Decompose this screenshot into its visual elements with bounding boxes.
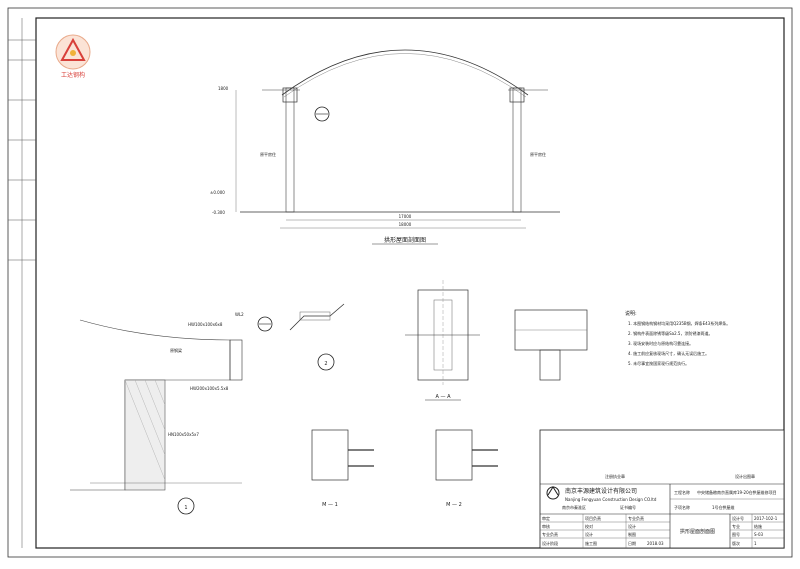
span-outer-dim: 18000 xyxy=(399,222,412,227)
sig-r2-c1: 设计 xyxy=(585,531,593,537)
section-m1-title: M — 1 xyxy=(322,502,338,508)
section-m2-title: M — 2 xyxy=(446,502,462,508)
sub-name: 1号仓拱屋维 xyxy=(712,504,735,510)
detail-1-label-3: 原钢梁 xyxy=(170,347,182,353)
sig-r3-c0: 设计阶段 xyxy=(542,540,558,546)
notes-block: 说明: 1. 本图钢结构钢材均采用Q235B钢，焊条E43系列焊条。 2. 钢构… xyxy=(625,310,730,366)
sig-r1-c0: 审核 xyxy=(542,523,550,529)
company-cn: 南京丰源建筑设计有限公司 xyxy=(565,487,637,495)
notes-heading: 说明: xyxy=(625,310,637,317)
main-arch-view: 17000 18000 1800 ±0.000 -0.300 原平房住 原平房住… xyxy=(210,49,560,245)
signature-table: 审定 项目负责 专业负责 审核 校对 设计 专业负责 设计 制图 设计阶段 施工… xyxy=(540,514,670,548)
left-room-label: 原平房住 xyxy=(260,151,276,157)
seal-left: 注册执业章 xyxy=(605,473,625,479)
title-block: 注册执业章 设计出图章 南京丰源建筑设计有限公司 Nanjing Fengyua… xyxy=(539,429,785,549)
section-m-1: M — 1 xyxy=(311,429,374,508)
detail-1: 1 HW100x100x6x8 HW200x100x5.5x8 HN100x50… xyxy=(70,312,273,515)
sub-label: 子项名称 xyxy=(674,504,690,510)
inner-border xyxy=(35,17,785,549)
company-en: Nanjing Fengyuan Construction Design CO.… xyxy=(565,497,657,502)
detail-2: 2 xyxy=(289,303,345,371)
note-5: 5. 未尽事宜按国家现行规范执行。 xyxy=(628,360,689,366)
detail-2-callout xyxy=(317,353,335,371)
left-margin-table xyxy=(8,18,36,548)
sig-r0-c2: 专业负责 xyxy=(628,515,644,521)
outer-border xyxy=(7,7,793,558)
elev-mid: ±0.000 xyxy=(210,190,225,195)
company-address: 南京市秦淮区 xyxy=(562,504,586,510)
project-name: 中央储备粮南京直属库19-20仓拱屋维修项目 xyxy=(697,489,777,495)
right-fields-table: 设计号 2017-102-1 专业 结施 图号 S-03 版次 1 xyxy=(730,514,784,548)
drawing-date: 2018.03 xyxy=(647,541,664,546)
sig-r2-c0: 专业负责 xyxy=(542,531,558,537)
note-2: 2. 钢构件表面除锈等级Sa2.5，涂防锈漆两道。 xyxy=(628,330,712,336)
section-aa-title: A — A xyxy=(435,394,451,400)
sig-r0-c1: 项目负责 xyxy=(585,515,601,521)
drawing-name: 拱形屋面剖面图 xyxy=(680,528,715,535)
note-3: 3. 现场安装时应与原结构可靠连接。 xyxy=(628,340,693,346)
sig-r1-c1: 校对 xyxy=(585,523,593,529)
sig-r3-c1: 施工图 xyxy=(585,540,597,546)
detail-1-label-2: HN100x50x5x7 xyxy=(168,432,199,437)
detail-1-callout-text: 1 xyxy=(184,505,187,511)
watermark-logo: 工达钢构 xyxy=(55,34,91,79)
detail-1-label-4: WL2 xyxy=(235,312,244,317)
rf-2-label: 图号 xyxy=(732,531,740,537)
note-4: 4. 施工前应复核现场尺寸，确认无误后施工。 xyxy=(628,350,709,356)
main-view-title: 拱形屋面剖面图 xyxy=(384,236,426,244)
sig-r1-c2: 设计 xyxy=(628,523,636,529)
sig-r2-c2: 制图 xyxy=(628,531,636,537)
watermark-text: 工达钢构 xyxy=(61,71,85,79)
rf-0-label: 设计号 xyxy=(732,515,744,521)
rf-3-value: 1 xyxy=(754,541,757,546)
detail-2-callout-text: 2 xyxy=(324,361,327,367)
rf-2-value: S-03 xyxy=(754,532,764,537)
note-1: 1. 本图钢结构钢材均采用Q235B钢，焊条E43系列焊条。 xyxy=(628,320,730,326)
section-m-2: M — 2 xyxy=(435,429,498,508)
rf-1-value: 结施 xyxy=(754,523,762,529)
sig-r3-c2: 日期 xyxy=(628,540,636,546)
rf-3-label: 版次 xyxy=(732,540,740,546)
elev-top: 1800 xyxy=(218,86,229,91)
detail-1-label-0: HW100x100x6x8 xyxy=(188,322,223,327)
project-label: 工程名称 xyxy=(674,489,690,495)
detail-1-label-1: HW200x100x5.5x8 xyxy=(190,386,229,391)
sig-r0-c0: 审定 xyxy=(542,515,550,521)
main-callout xyxy=(314,106,330,122)
company-cert: 证书编号 xyxy=(620,504,636,510)
right-room-label: 原平房住 xyxy=(530,151,546,157)
span-inner-dim: 17000 xyxy=(399,214,412,219)
rf-0-value: 2017-102-1 xyxy=(754,516,778,521)
section-right-detail xyxy=(514,309,588,381)
elev-low: -0.300 xyxy=(212,210,225,215)
detail-1-callout xyxy=(177,497,195,515)
seal-right: 设计出图章 xyxy=(735,473,755,479)
company-logo-icon xyxy=(546,486,560,500)
rf-1-label: 专业 xyxy=(732,523,740,529)
section-a-a: A — A xyxy=(405,280,480,401)
